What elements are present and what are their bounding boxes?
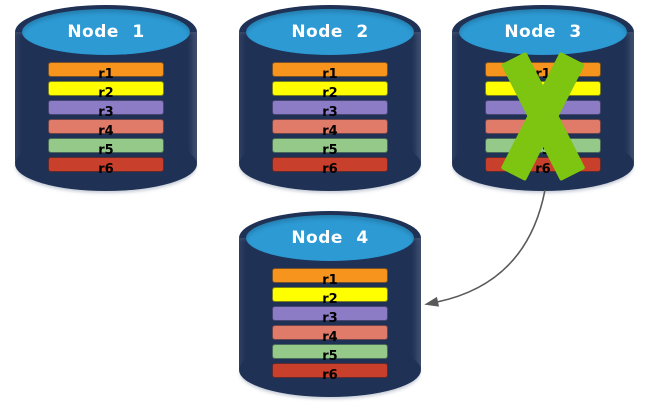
replica-label: r6 — [535, 162, 551, 177]
replica-row-r1: r1 — [272, 268, 388, 287]
failure-x-icon — [501, 52, 585, 181]
replica-row-r2: r2 — [48, 81, 164, 100]
node-title: Node 1 — [67, 22, 145, 42]
replica-label: r1 — [98, 67, 114, 82]
node-title: Node 2 — [291, 22, 369, 42]
replica-label: r4 — [98, 124, 114, 139]
node-title: Node 3 — [504, 22, 582, 42]
node-1: Node 1 r1 r2 r3 r4 r5 r6 — [15, 5, 197, 191]
replica-row-r2: r2 — [272, 81, 388, 100]
replica-row-r4: r4 — [272, 119, 388, 138]
node-3: Node 3 r1 r2 r3 r4 r5 r6 — [452, 5, 634, 191]
replica-label: r3 — [322, 311, 338, 326]
replica-label: r6 — [322, 368, 338, 383]
node-title: Node 4 — [291, 228, 369, 248]
replica-label: r1 — [322, 273, 338, 288]
cylinder-cap — [246, 215, 414, 261]
replica-row-r6: r6 — [272, 157, 388, 176]
replica-list: r1 r2 r3 r4 r5 r6 — [48, 62, 164, 176]
node-4: Node 4 r1 r2 r3 r4 r5 r6 — [239, 211, 421, 397]
replica-row-r5: r5 — [272, 138, 388, 157]
replica-row-r5: r5 — [272, 344, 388, 363]
replica-label: r6 — [98, 162, 114, 177]
replica-label: r3 — [98, 105, 114, 120]
replica-row-r1: r1 — [48, 62, 164, 81]
cylinder-cap — [459, 9, 627, 55]
replica-row-r1: r1 — [272, 62, 388, 81]
replica-row-r4: r4 — [48, 119, 164, 138]
replica-label: r5 — [98, 143, 114, 158]
replica-label: r4 — [322, 124, 338, 139]
replica-label: r1 — [322, 67, 338, 82]
replica-row-r5: r5 — [48, 138, 164, 157]
replica-label: r5 — [322, 143, 338, 158]
replica-list: r1 r2 r3 r4 r5 r6 — [272, 268, 388, 382]
cylinder-cap — [22, 9, 190, 55]
replica-label: r5 — [322, 349, 338, 364]
replica-label: r2 — [322, 292, 338, 307]
replica-row-r3: r3 — [272, 306, 388, 325]
replica-label: r3 — [322, 105, 338, 120]
replica-label: r6 — [322, 162, 338, 177]
replica-label: r2 — [322, 86, 338, 101]
replica-row-r3: r3 — [272, 100, 388, 119]
replica-row-r3: r3 — [48, 100, 164, 119]
replica-label: r4 — [322, 330, 338, 345]
replica-row-r6: r6 — [272, 363, 388, 382]
replica-row-r2: r2 — [272, 287, 388, 306]
replica-label: r2 — [98, 86, 114, 101]
replica-row-r6: r6 — [48, 157, 164, 176]
replica-list: r1 r2 r3 r4 r5 r6 — [272, 62, 388, 176]
node-2: Node 2 r1 r2 r3 r4 r5 r6 — [239, 5, 421, 191]
cylinder-cap — [246, 9, 414, 55]
replica-row-r4: r4 — [272, 325, 388, 344]
